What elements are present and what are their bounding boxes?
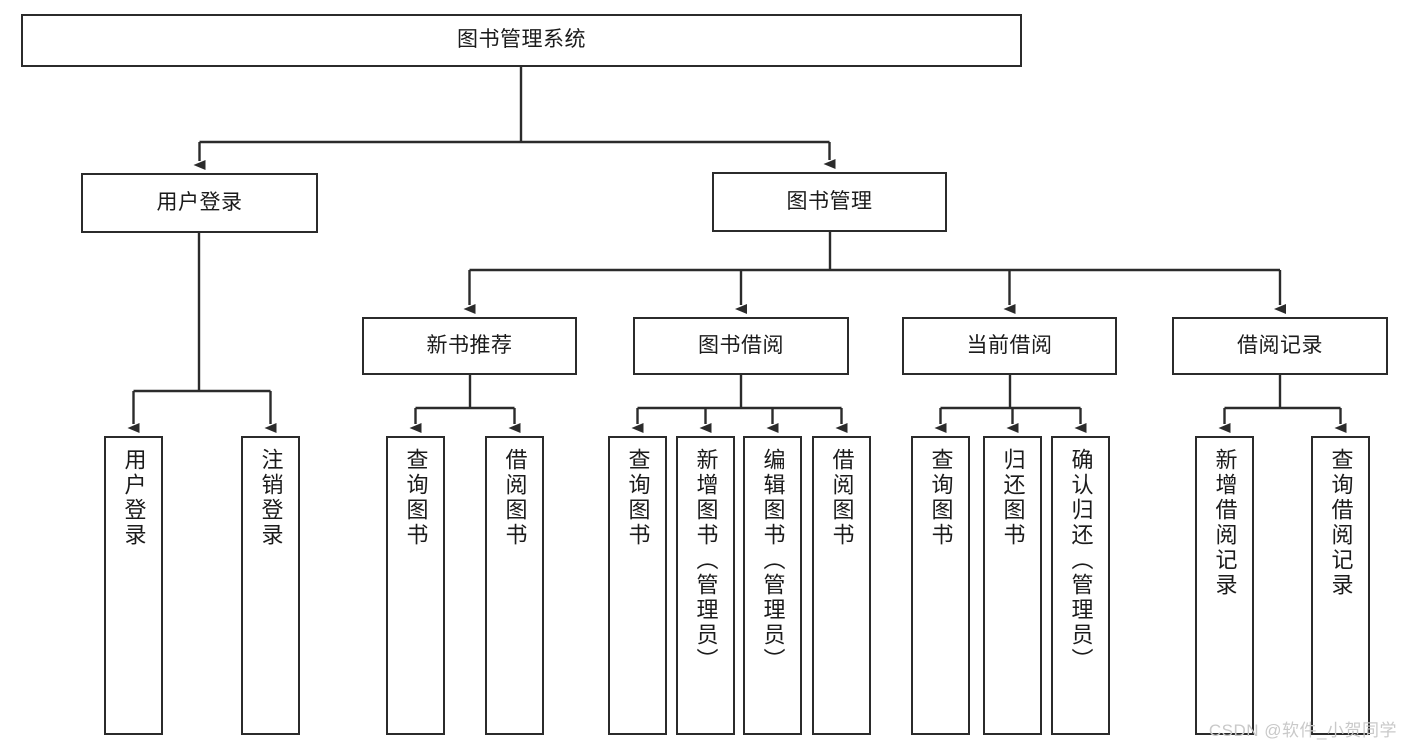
node-leaf-query-record[interactable]: 查询借阅记录 [1311,436,1370,735]
node-leaf-add-book[interactable]: 新增图书（管理员） [676,436,735,735]
node-label: 借阅记录 [1237,333,1323,357]
node-label: 借阅图书 [829,448,855,548]
node-label: 确认归还（管理员） [1068,448,1094,673]
node-book-borrow[interactable]: 图书借阅 [633,317,849,375]
node-leaf-logout[interactable]: 注销登录 [241,436,300,735]
node-leaf-borrow-book-rec[interactable]: 借阅图书 [485,436,544,735]
node-label: 查询图书 [403,448,429,548]
node-leaf-user-login[interactable]: 用户登录 [104,436,163,735]
node-label: 查询借阅记录 [1328,448,1354,598]
node-label: 图书借阅 [698,333,784,357]
node-label: 当前借阅 [966,333,1053,357]
node-leaf-query-book-bor[interactable]: 查询图书 [608,436,667,735]
node-leaf-borrow-book[interactable]: 借阅图书 [812,436,871,735]
node-label: 查询图书 [625,448,651,548]
node-user-login[interactable]: 用户登录 [81,173,318,233]
node-label: 图书管理 [786,189,873,213]
node-leaf-query-book-cur[interactable]: 查询图书 [911,436,970,735]
csdn-watermark: CSDN @软件_小贺同学 [1208,721,1397,740]
node-label: 查询图书 [928,448,954,548]
node-label: 注销登录 [258,448,284,548]
node-leaf-return-book[interactable]: 归还图书 [983,436,1042,735]
node-label: 编辑图书（管理员） [760,448,786,673]
node-label: 新书推荐 [426,333,513,357]
node-leaf-edit-book[interactable]: 编辑图书（管理员） [743,436,802,735]
node-label: 图书管理系统 [457,28,586,52]
node-label: 用户登录 [156,190,243,214]
node-borrow-record[interactable]: 借阅记录 [1172,317,1388,375]
node-leaf-add-record[interactable]: 新增借阅记录 [1195,436,1254,735]
node-root[interactable]: 图书管理系统 [21,14,1022,67]
node-new-book-rec[interactable]: 新书推荐 [362,317,577,375]
node-current-borrow[interactable]: 当前借阅 [902,317,1117,375]
node-leaf-query-book-rec[interactable]: 查询图书 [386,436,445,735]
node-book-manage[interactable]: 图书管理 [712,172,947,232]
node-label: 借阅图书 [502,448,528,548]
node-label: 新增借阅记录 [1212,448,1238,598]
node-label: 新增图书（管理员） [693,448,719,673]
node-leaf-confirm-return[interactable]: 确认归还（管理员） [1051,436,1110,735]
node-label: 用户登录 [121,448,147,548]
node-label: 归还图书 [1000,448,1026,548]
